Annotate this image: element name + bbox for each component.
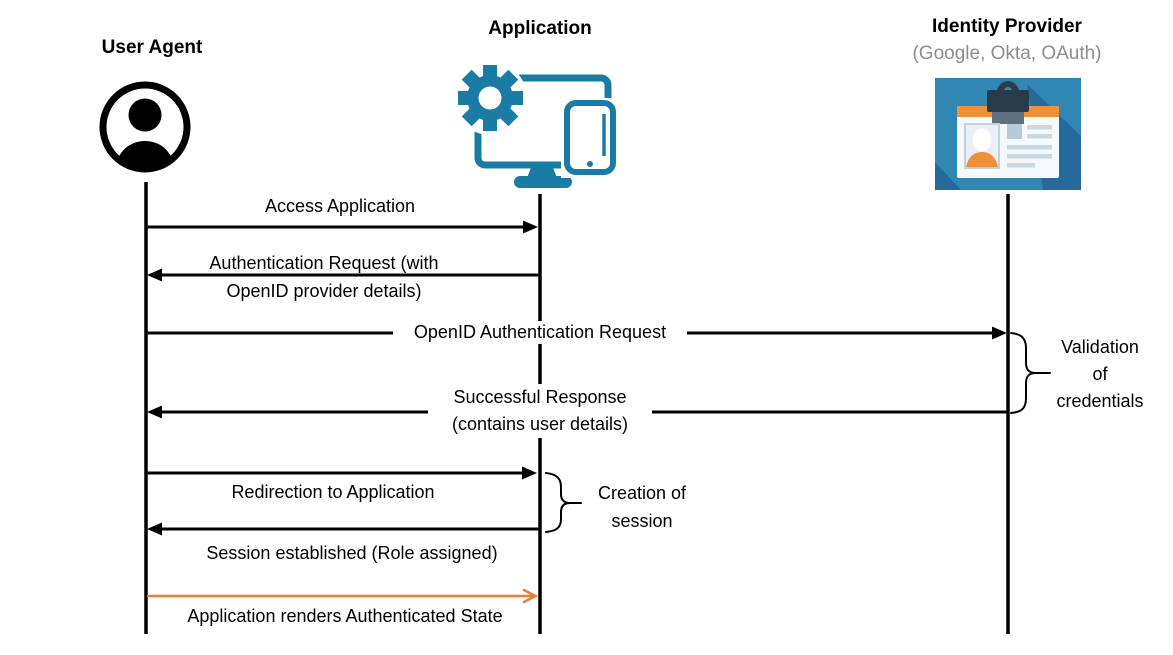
message-label-redirection-to-application: Redirection to Application: [231, 482, 435, 502]
actor-title-identity-provider: Identity Provider: [932, 16, 1082, 37]
message-arrow-authentication-request: [147, 268, 540, 282]
brace-validation-of-credentials: [1010, 332, 1051, 414]
actor-subtitle-identity-provider: (Google, Okta, OAuth): [912, 43, 1102, 64]
message-arrow-session-established: [147, 522, 540, 536]
message-label-authentication-request: Authentication Request (with OpenID prov…: [209, 253, 439, 301]
actor-title-user-agent: User Agent: [101, 37, 203, 58]
message-arrow-application-renders-authenticated-state: [147, 588, 539, 604]
message-arrow-redirection-to-application: [147, 466, 537, 480]
id-card-icon: [935, 78, 1081, 190]
annotation-creation-of-session: Creation of session: [597, 483, 687, 531]
application-devices-icon: [458, 64, 619, 188]
message-label-access-application: Access Application: [264, 196, 416, 216]
message-label-openid-authentication-request: OpenID Authentication Request: [393, 321, 687, 344]
message-arrow-access-application: [147, 220, 538, 234]
message-label-application-renders-authenticated-state: Application renders Authenticated State: [187, 606, 503, 626]
message-label-successful-response: Successful Response (contains user detai…: [428, 384, 652, 438]
annotation-validation-of-credentials: Validation of credentials: [1056, 337, 1144, 411]
actor-title-application: Application: [488, 18, 592, 39]
user-avatar-icon: [99, 81, 191, 173]
message-label-session-established: Session established (Role assigned): [206, 543, 498, 563]
brace-creation-of-session: [545, 472, 582, 533]
